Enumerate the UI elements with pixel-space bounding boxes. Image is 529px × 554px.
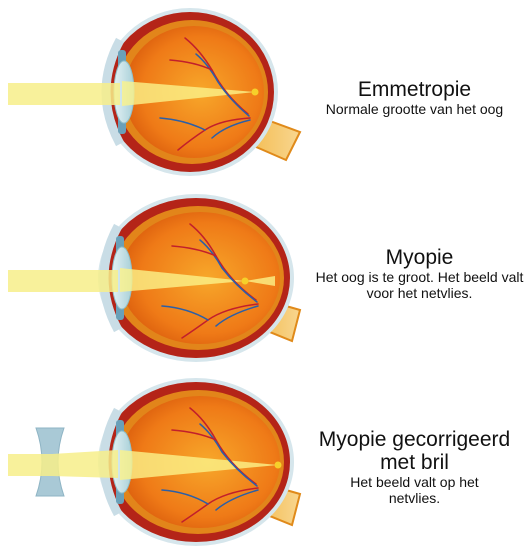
emmetropia-description: Normale grootte van het oog <box>300 101 529 117</box>
myopia-caption: Myopie Het oog is te groot. Het beeld va… <box>310 246 529 301</box>
myopia-panel: Myopie Het oog is te groot. Het beeld va… <box>0 186 529 370</box>
myopia-title: Myopie <box>310 246 529 269</box>
corrected-myopia-panel: Myopie gecorrigeerd met bril Het beeld v… <box>0 370 529 554</box>
corrected-myopia-description: Het beeld valt op het netvlies. <box>300 474 529 506</box>
corrected-myopia-caption: Myopie gecorrigeerd met bril Het beeld v… <box>300 428 529 506</box>
emmetropia-caption: Emmetropie Normale grootte van het oog <box>300 78 529 117</box>
emmetropia-title: Emmetropie <box>300 78 529 101</box>
myopia-description: Het oog is te groot. Het beeld valt voor… <box>310 269 529 301</box>
emmetropia-panel: Emmetropie Normale grootte van het oog <box>0 0 529 184</box>
corrected-myopia-title: Myopie gecorrigeerd met bril <box>300 428 529 474</box>
